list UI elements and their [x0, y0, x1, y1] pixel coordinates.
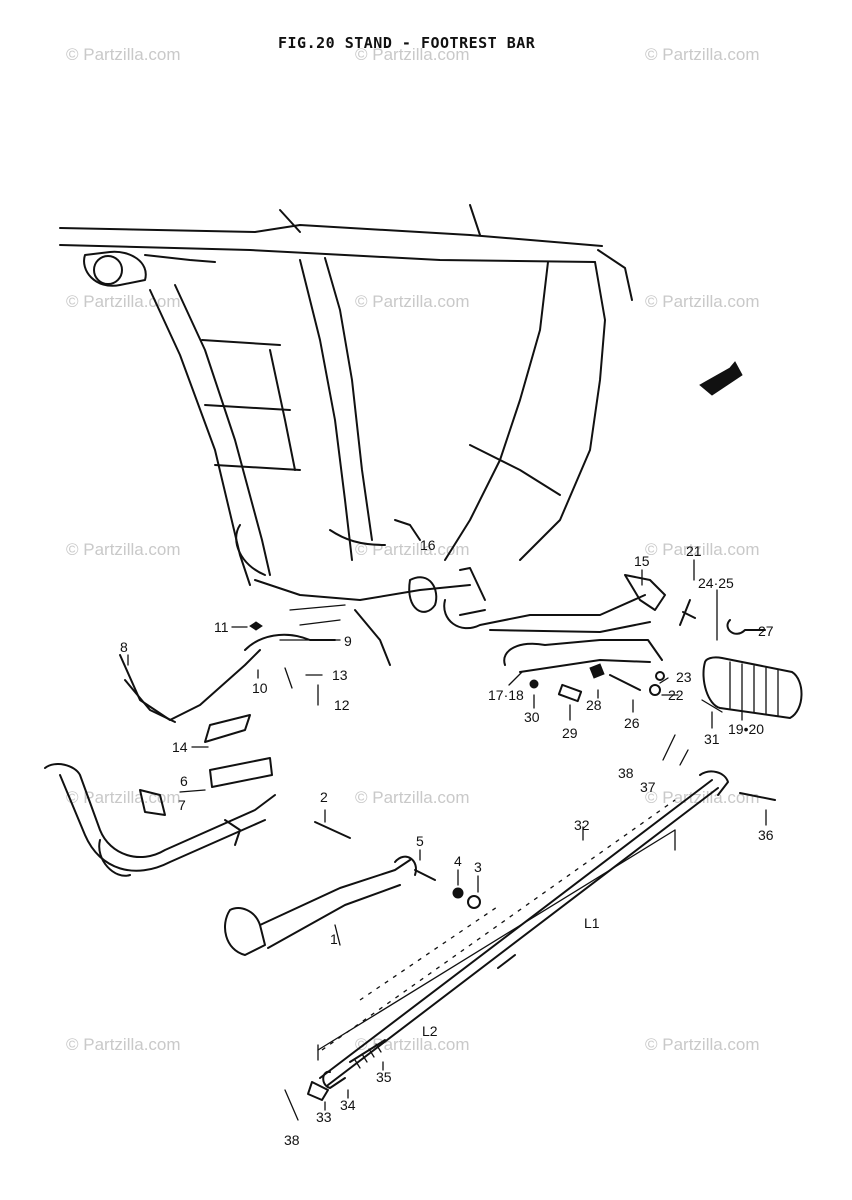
watermark: © Partzilla.com	[66, 788, 181, 807]
callout-31: 31	[704, 731, 720, 747]
callout-9: 9	[344, 633, 352, 649]
callout-22: 22	[668, 687, 684, 703]
callout-1: 1	[330, 931, 338, 947]
footrest-bar-drawing	[443, 361, 803, 719]
callout-19-20: 19•20	[728, 721, 764, 737]
callout-12: 12	[334, 697, 350, 713]
callout-l2: L2	[422, 1023, 438, 1039]
callout-5: 5	[416, 833, 424, 849]
callout-17-18: 17·18	[488, 687, 524, 703]
callout-37: 37	[640, 779, 656, 795]
frame-drawing	[59, 204, 633, 666]
callout-14: 14	[172, 739, 188, 755]
callout-32: 32	[574, 817, 590, 833]
callout-30: 30	[524, 709, 540, 725]
callout-35: 35	[376, 1069, 392, 1085]
callout-3: 3	[474, 859, 482, 875]
callout-28: 28	[586, 697, 602, 713]
callout-34: 34	[340, 1097, 356, 1113]
callout-27: 27	[758, 623, 774, 639]
watermark-layer: © Partzilla.com © Partzilla.com © Partzi…	[66, 45, 760, 1054]
callout-21: 21	[686, 543, 702, 559]
callout-24-25: 24·25	[698, 575, 734, 591]
callout-36: 36	[758, 827, 774, 843]
callout-29: 29	[562, 725, 578, 741]
callout-38: 38	[618, 765, 634, 781]
callout-6: 6	[180, 773, 188, 789]
callout-16: 16	[420, 537, 436, 553]
callout-7: 7	[178, 797, 186, 813]
callout-2: 2	[320, 789, 328, 805]
watermark: © Partzilla.com	[355, 45, 470, 64]
callout-11: 11	[214, 619, 229, 635]
watermark: © Partzilla.com	[355, 292, 470, 311]
leader-lines	[127, 559, 767, 1111]
callout-labels: 11 9 13 12 10 8 14 6 7 2 5 4 3 1 16 15 2…	[120, 537, 774, 1148]
callout-38: 38	[284, 1132, 300, 1148]
watermark: © Partzilla.com	[645, 292, 760, 311]
watermark: © Partzilla.com	[66, 292, 181, 311]
watermark: © Partzilla.com	[645, 1035, 760, 1054]
watermark: © Partzilla.com	[645, 540, 760, 559]
watermark: © Partzilla.com	[645, 45, 760, 64]
watermark: © Partzilla.com	[355, 788, 470, 807]
callout-23: 23	[676, 669, 692, 685]
callout-26: 26	[624, 715, 640, 731]
watermark: © Partzilla.com	[66, 540, 181, 559]
watermark: © Partzilla.com	[66, 45, 181, 64]
watermark: © Partzilla.com	[645, 788, 760, 807]
callout-l1: L1	[584, 915, 600, 931]
callout-8: 8	[120, 639, 128, 655]
callout-4: 4	[454, 853, 462, 869]
callout-13: 13	[332, 667, 348, 683]
watermark: © Partzilla.com	[66, 1035, 181, 1054]
callout-10: 10	[252, 680, 268, 696]
figure-title: FIG.20 STAND - FOOTREST BAR	[278, 34, 536, 52]
callout-15: 15	[634, 553, 650, 569]
stand-drawing	[44, 621, 776, 1121]
callout-33: 33	[316, 1109, 332, 1125]
